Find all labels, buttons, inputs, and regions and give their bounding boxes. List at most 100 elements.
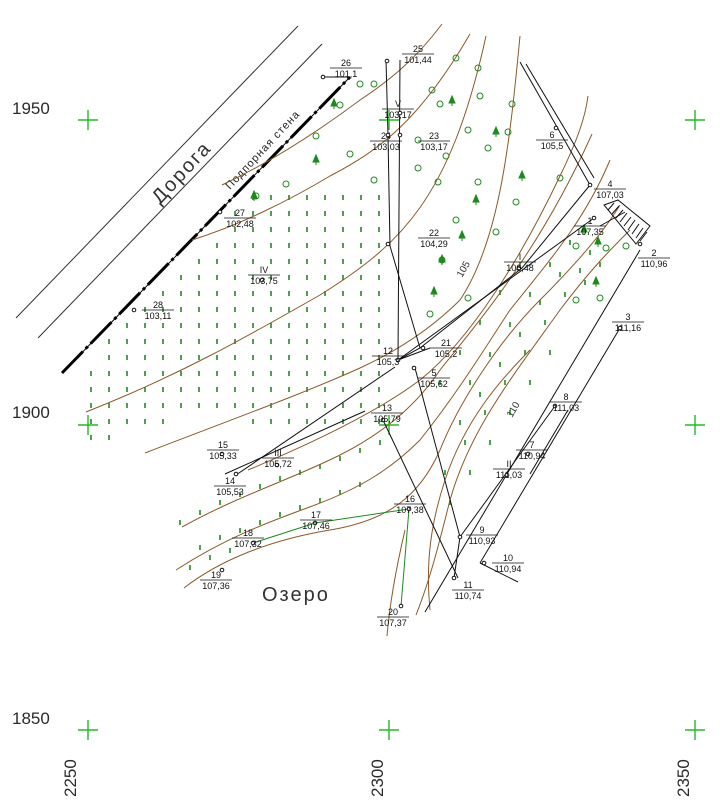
bush-mark <box>464 126 472 134</box>
survey-point-elevation: 105,72 <box>264 459 292 469</box>
survey-point-marker <box>552 403 558 409</box>
survey-point-elevation: 111,03 <box>496 470 522 480</box>
survey-point-marker <box>451 575 457 581</box>
bush-marks <box>250 54 630 318</box>
survey-point-elevation: 102,48 <box>226 219 254 229</box>
grid-cross <box>685 110 705 130</box>
survey-point-elevation: 101,1 <box>335 69 358 79</box>
bush-mark <box>370 80 378 88</box>
survey-point-marker <box>384 58 390 64</box>
survey-point-marker <box>411 365 417 371</box>
contours <box>85 23 631 637</box>
y-label-1900: 1900 <box>12 403 50 422</box>
survey-point-elevation: 101,44 <box>404 55 432 65</box>
survey-point-elevation: 104,29 <box>420 239 448 249</box>
bush-mark <box>622 242 630 250</box>
grid-cross <box>78 720 98 740</box>
survey-point-marker <box>516 265 522 271</box>
grid-cross <box>379 110 399 130</box>
survey-point-number: 14 <box>225 476 235 486</box>
tree-mark <box>250 189 258 201</box>
bush-mark <box>508 100 516 108</box>
bush-mark <box>452 216 460 224</box>
survey-point-marker <box>397 110 403 116</box>
survey-point-number: II <box>506 459 511 469</box>
retaining-wall-label: Подпорная стена <box>223 108 302 192</box>
retaining-wall <box>60 75 352 375</box>
hatched-structure <box>603 199 651 245</box>
survey-point-marker <box>481 560 487 566</box>
bush-mark <box>572 242 580 250</box>
tree-mark <box>330 97 338 109</box>
survey-point-number: 17 <box>311 510 321 520</box>
bush-mark <box>474 178 482 186</box>
bush-mark <box>572 296 580 304</box>
survey-point-number: I <box>519 252 522 262</box>
tree-mark <box>458 229 466 241</box>
bush-mark <box>436 100 444 108</box>
bush-mark <box>356 80 364 88</box>
bush-mark <box>428 86 436 94</box>
survey-point-number: 28 <box>153 300 163 310</box>
survey-point-marker <box>233 471 239 477</box>
survey-point-marker <box>457 534 463 540</box>
bush-mark <box>452 54 460 62</box>
tree-mark <box>430 285 438 297</box>
grid-cross <box>78 415 98 435</box>
x-label-2250: 2250 <box>61 759 80 797</box>
survey-point-elevation: 105,3 <box>377 357 400 367</box>
survey-point-number: 1 <box>587 216 592 226</box>
survey-points: 26101,125101,44V103,1724103,0323103,1761… <box>131 44 670 628</box>
survey-point-marker <box>250 540 256 546</box>
road-label: Дорога <box>148 137 217 208</box>
survey-point-elevation: 103,17 <box>420 142 448 152</box>
survey-point-number: 8 <box>563 392 568 402</box>
survey-point-number: III <box>274 448 282 458</box>
contour-label-105: 105 <box>455 259 473 279</box>
x-label-2350: 2350 <box>674 759 693 797</box>
survey-point-number: 13 <box>382 403 392 413</box>
survey-point-number: 7 <box>529 440 534 450</box>
survey-point-number: 15 <box>218 440 228 450</box>
survey-point-number: 20 <box>388 607 398 617</box>
bush-mark <box>414 136 422 144</box>
survey-point-number: 6 <box>549 130 554 140</box>
survey-point-number: 27 <box>235 208 245 218</box>
bush-mark <box>476 92 484 100</box>
road <box>15 25 323 339</box>
grid-cross <box>685 720 705 740</box>
survey-point-elevation: 105,2 <box>435 349 458 359</box>
bush-mark <box>484 144 492 152</box>
survey-point-marker <box>274 462 280 468</box>
survey-point-marker <box>320 74 326 80</box>
survey-point-number: 2 <box>651 248 656 258</box>
survey-point-elevation: 107,38 <box>396 505 424 515</box>
bush-mark <box>312 132 320 140</box>
bush-mark <box>504 128 512 136</box>
contour-label-110: 110 <box>505 400 523 420</box>
tree-mark <box>592 275 600 287</box>
survey-point-marker <box>420 345 426 351</box>
survey-point-marker <box>219 567 225 573</box>
survey-point-elevation: 110,74 <box>455 591 482 601</box>
tree-mark <box>518 169 526 181</box>
